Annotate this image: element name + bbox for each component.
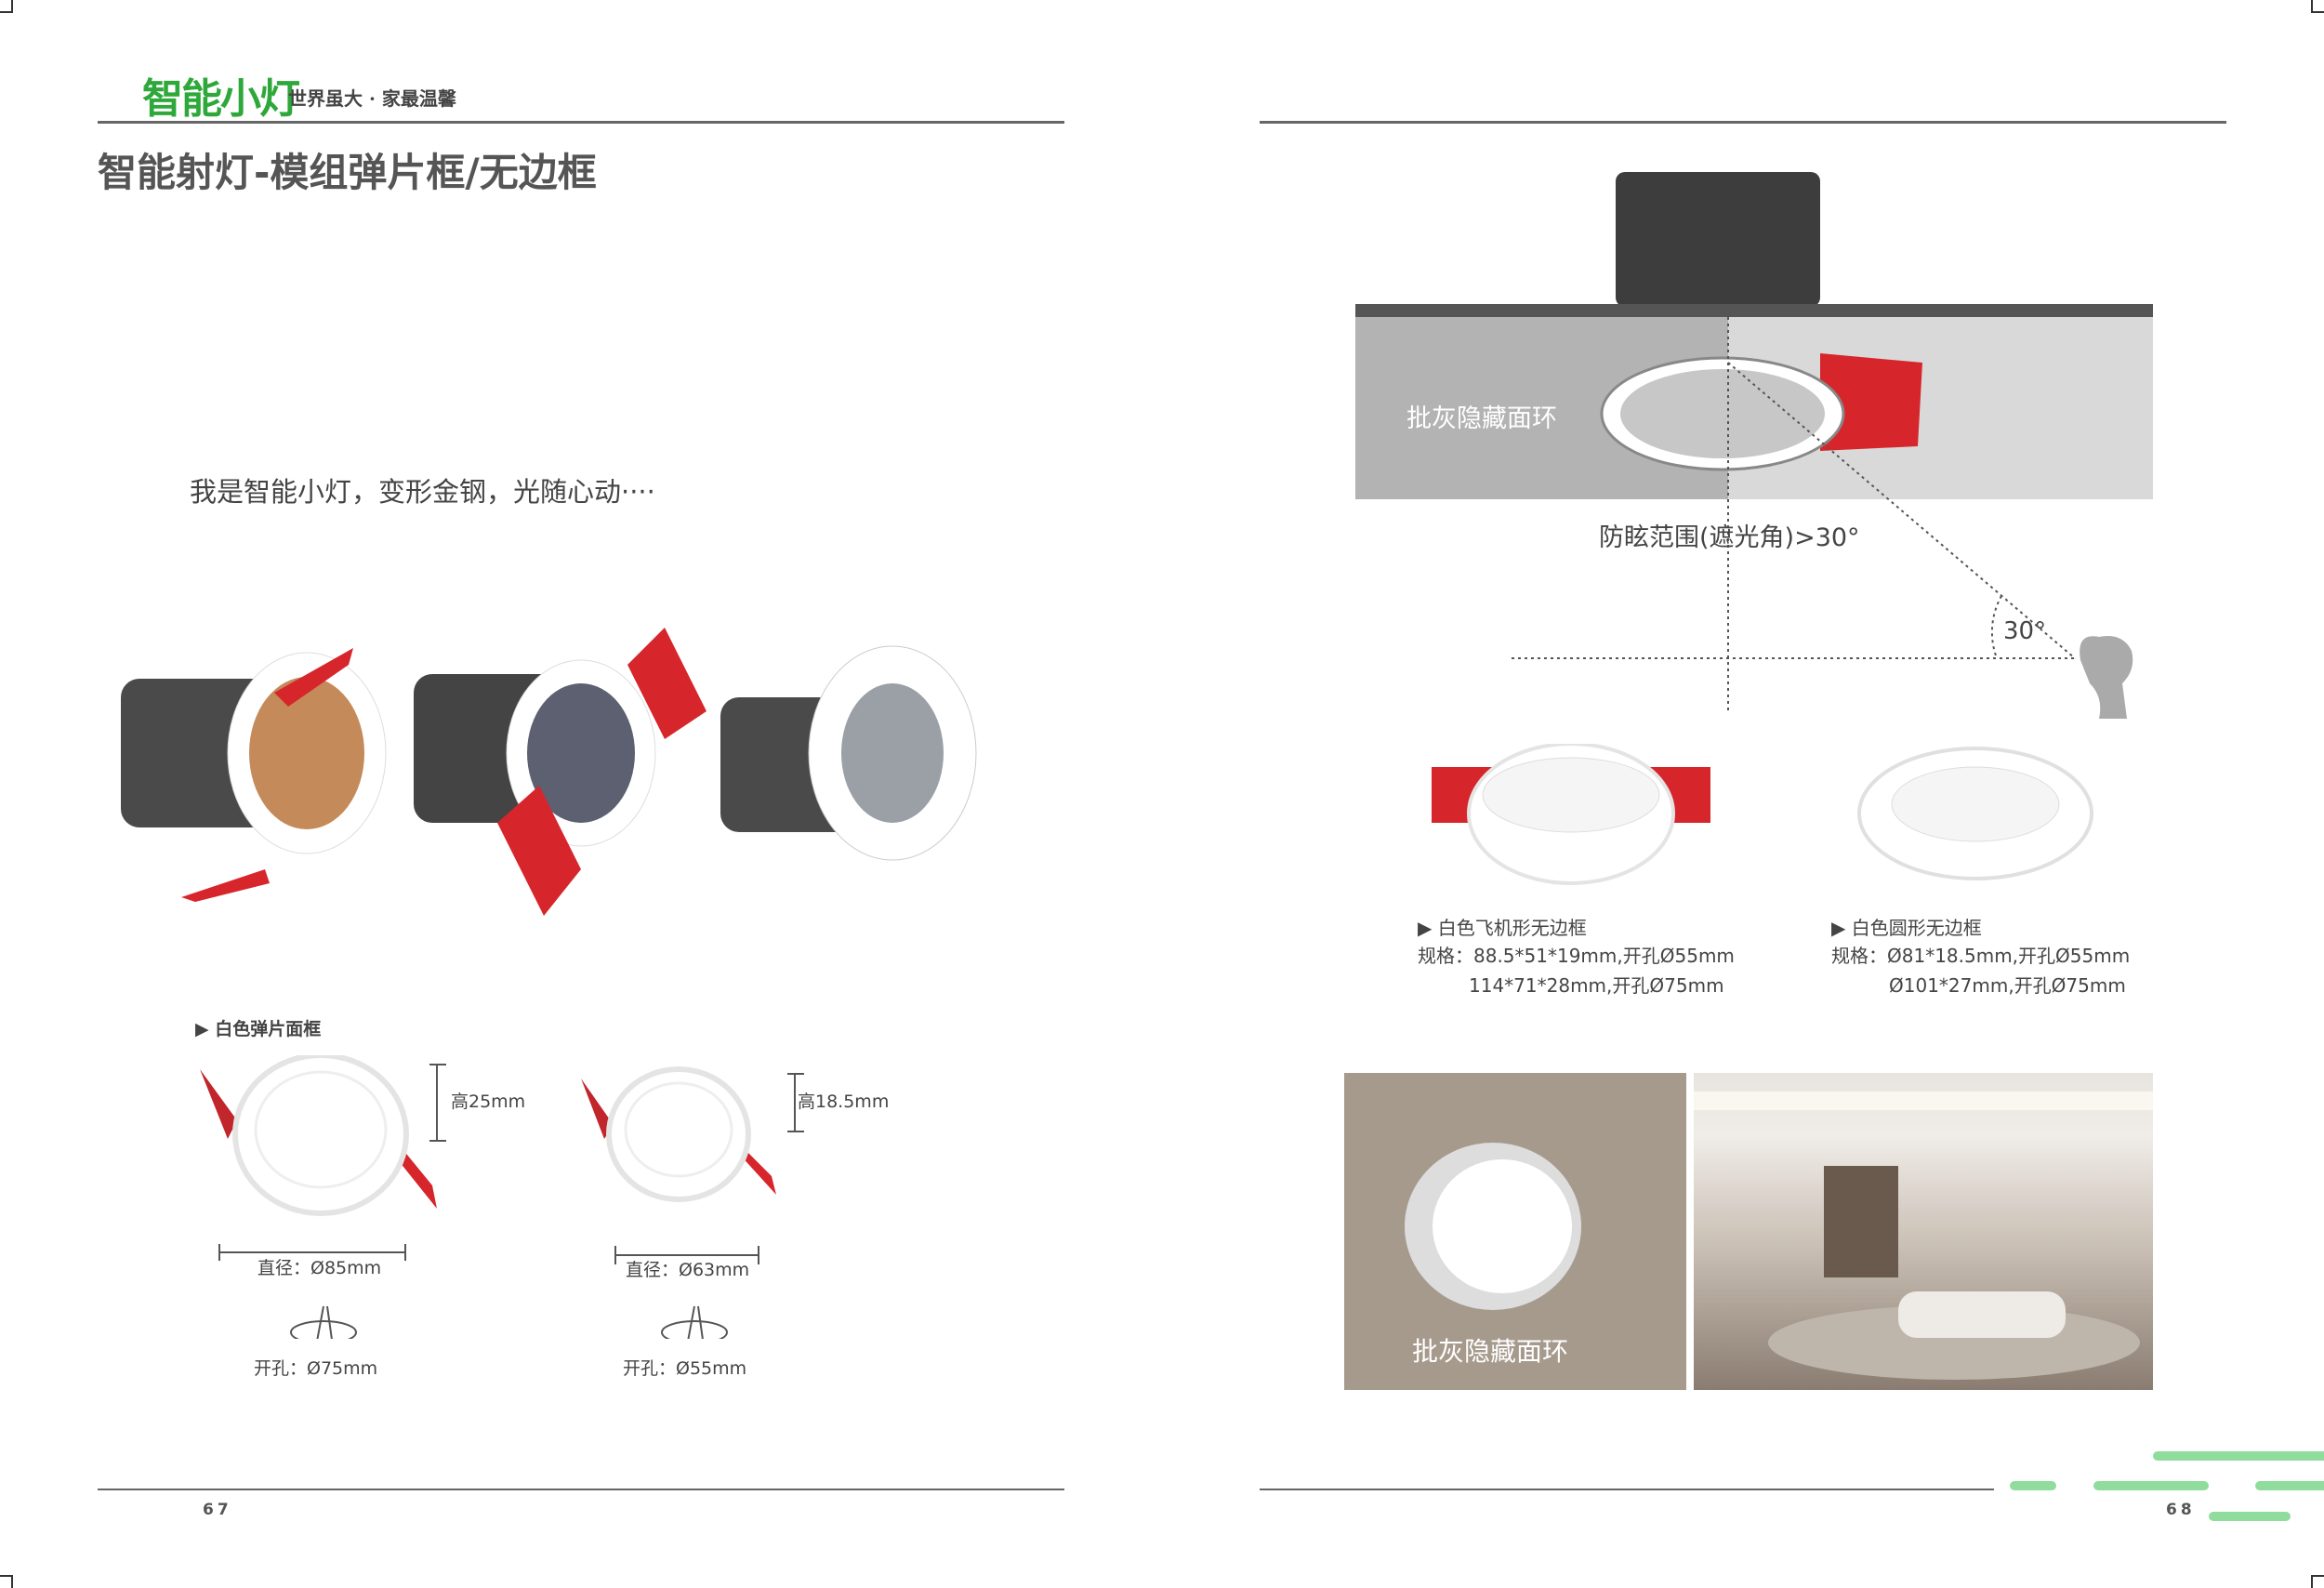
deco-line bbox=[2209, 1512, 2291, 1521]
section-heading: ▶ 白色弹片面框 bbox=[195, 1019, 322, 1039]
footer-rule bbox=[98, 1489, 1064, 1490]
page-number: 68 bbox=[2166, 1501, 2196, 1519]
spotlight-silver bbox=[720, 645, 977, 861]
page-title: 智能射灯-模组弹片框/无边框 bbox=[98, 150, 597, 195]
dimension-lines bbox=[218, 1244, 759, 1339]
glare-label: 防眩范围(遮光角)>30° bbox=[1599, 523, 1860, 552]
frame-spec: 规格：88.5*51*19mm,开孔Ø55mm bbox=[1418, 945, 1735, 967]
hole-label: 开孔：Ø75mm bbox=[254, 1358, 378, 1379]
angle-label: 30° bbox=[2003, 617, 2047, 645]
frame-name: ▶ 白色圆形无边框 bbox=[1831, 917, 1982, 939]
head-silhouette bbox=[2080, 636, 2133, 719]
ring-label: 批灰隐藏面环 bbox=[1406, 404, 1557, 433]
ceiling-top bbox=[1355, 304, 2153, 317]
deco-line bbox=[2255, 1481, 2324, 1490]
light-module bbox=[1616, 172, 1820, 307]
product-photos bbox=[121, 628, 977, 916]
ring-photo bbox=[1344, 1073, 1686, 1390]
crop-mark bbox=[0, 0, 13, 13]
crop-mark bbox=[2311, 1575, 2324, 1588]
height-label: 高25mm bbox=[451, 1092, 526, 1112]
spotlight-black bbox=[414, 628, 706, 916]
slogan: 世界虽大 · 家最温馨 bbox=[288, 87, 456, 110]
living-room-photo bbox=[1694, 1073, 2153, 1390]
hole-label: 开孔：Ø55mm bbox=[623, 1358, 747, 1379]
photo-label: 批灰隐藏面环 bbox=[1412, 1336, 1569, 1367]
diameter-label: 直径：Ø63mm bbox=[626, 1260, 750, 1280]
glare-diagram bbox=[1355, 172, 2153, 719]
header-rule bbox=[98, 121, 1064, 124]
frame-spec: 114*71*28mm,开孔Ø75mm bbox=[1469, 974, 1724, 997]
deco-line bbox=[2153, 1451, 2324, 1461]
crop-mark bbox=[2311, 0, 2324, 13]
tagline: 我是智能小灯，变形金钢，光随心动···· bbox=[190, 476, 655, 508]
page-number: 67 bbox=[203, 1501, 232, 1519]
crop-mark bbox=[0, 1575, 13, 1588]
deco-line bbox=[2010, 1481, 2056, 1490]
spotlight-gold bbox=[121, 648, 387, 902]
frameless-frames bbox=[1432, 744, 2093, 885]
frame-spec: Ø101*27mm,开孔Ø75mm bbox=[1889, 974, 2126, 997]
frame-spec: 规格：Ø81*18.5mm,开孔Ø55mm bbox=[1831, 945, 2131, 967]
brand-logo: 智能小灯 bbox=[142, 75, 300, 123]
diameter-label: 直径：Ø85mm bbox=[257, 1258, 382, 1278]
frame-name: ▶ 白色飞机形无边框 bbox=[1418, 917, 1587, 939]
footer-rule bbox=[1260, 1489, 1994, 1490]
header-rule bbox=[1260, 121, 2226, 124]
deco-line bbox=[2093, 1481, 2209, 1490]
spring-clip bbox=[1820, 353, 1922, 451]
height-label: 高18.5mm bbox=[798, 1092, 890, 1112]
spring-frame-drawings bbox=[200, 1055, 804, 1216]
